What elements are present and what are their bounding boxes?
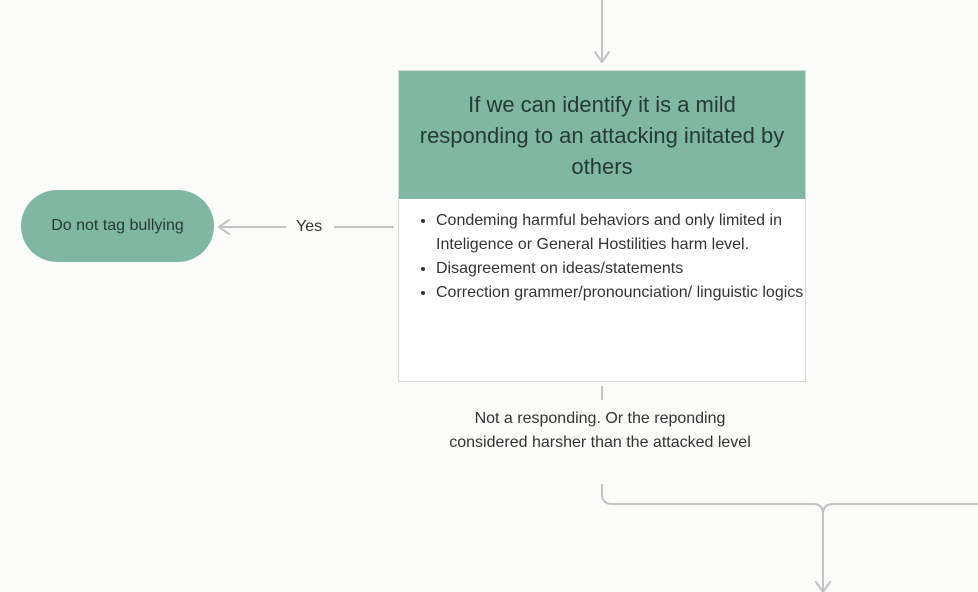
terminal-do-not-tag-bullying: Do not tag bullying (21, 190, 214, 262)
arrow-into-decision (594, 0, 610, 63)
decision-node: If we can identify it is a mild respondi… (398, 70, 806, 382)
criteria-item: Correction grammer/pronounciation/ lingu… (436, 281, 806, 305)
no-branch-label: Not a responding. Or the reponding consi… (449, 410, 751, 451)
yes-branch-label: Yes (296, 218, 323, 235)
decision-title: If we can identify it is a mild respondi… (419, 91, 785, 179)
criteria-item: Condeming harmful behaviors and only lim… (436, 209, 806, 257)
criteria-item: Disagreement on ideas/statements (436, 257, 806, 281)
criteria-list: Condeming harmful behaviors and only lim… (416, 209, 806, 305)
decision-header: If we can identify it is a mild respondi… (399, 71, 805, 199)
